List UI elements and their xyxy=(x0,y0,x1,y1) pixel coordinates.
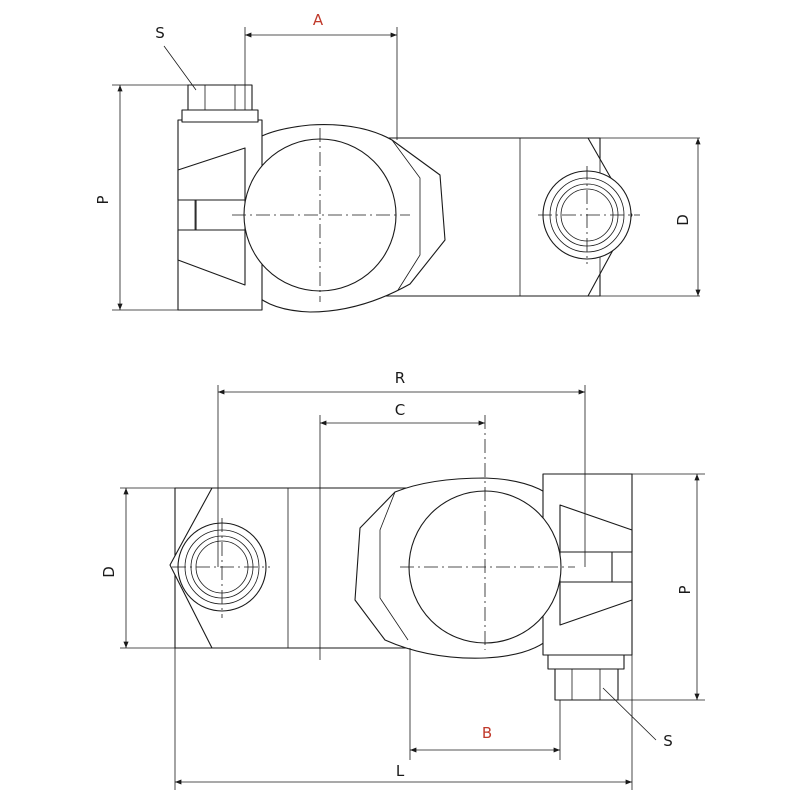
dim-D-bottom: D xyxy=(100,488,129,648)
label-P-top: P xyxy=(94,195,112,204)
label-S-top: S xyxy=(155,24,165,42)
label-C: C xyxy=(395,401,405,419)
label-D-top: D xyxy=(674,214,692,226)
dim-B: B xyxy=(409,648,561,760)
label-R: R xyxy=(395,369,405,387)
top-view: A P D S xyxy=(94,11,701,313)
label-D-bottom: D xyxy=(100,566,118,578)
bottom-clamp-body xyxy=(354,415,633,659)
bottom-screw-head xyxy=(547,654,657,741)
dim-A: A xyxy=(244,11,398,140)
dim-L: L xyxy=(174,648,633,790)
label-B: B xyxy=(482,724,492,742)
top-threaded-hole xyxy=(538,166,640,264)
dim-D-top: D xyxy=(674,138,701,296)
label-S-bottom: S xyxy=(663,732,673,750)
dim-P-bottom: P xyxy=(618,473,705,701)
label-P-bottom: P xyxy=(676,585,694,594)
top-screw-head xyxy=(163,45,259,123)
dim-P-top: P xyxy=(94,84,188,311)
dim-C: C xyxy=(319,401,485,660)
bottom-threaded-hole xyxy=(172,518,270,618)
dim-R: R xyxy=(217,369,586,567)
label-A-top: A xyxy=(313,11,324,29)
top-clamp-body xyxy=(177,119,446,313)
bottom-view: R C D P B L xyxy=(100,369,705,790)
label-L: L xyxy=(396,762,405,780)
